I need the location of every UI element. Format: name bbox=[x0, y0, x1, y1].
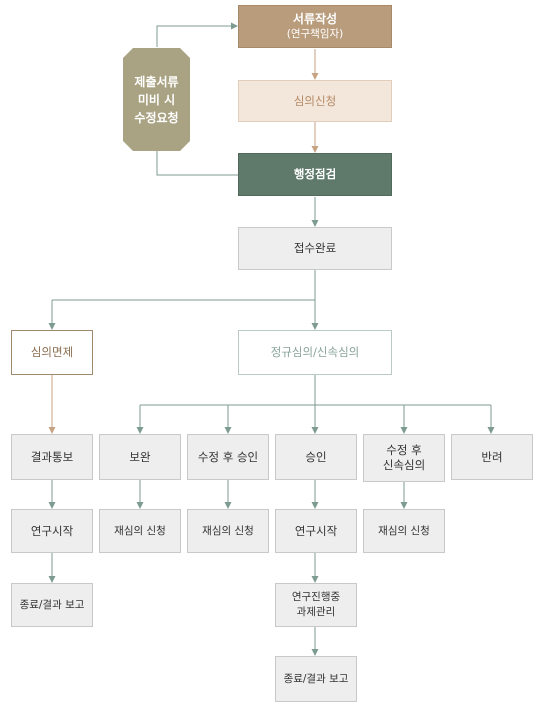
bowan-resim-node: 재심의 신청 bbox=[99, 509, 181, 553]
bowan-label: 보완 bbox=[129, 449, 151, 464]
approved-end-report-node: 종료/결과 보고 bbox=[275, 656, 357, 702]
exempt-end-report-node: 종료/결과 보고 bbox=[11, 583, 93, 627]
simui-sincheong-label: 심의신청 bbox=[293, 93, 337, 108]
simui-sincheong-node: 심의신청 bbox=[238, 80, 392, 122]
seungin-research-start-label: 연구시작 bbox=[294, 523, 338, 538]
exempt-research-start-node: 연구시작 bbox=[11, 509, 93, 553]
sujeong-sinsok-node: 수정 후 신속심의 bbox=[363, 434, 445, 482]
banryeo-label: 반려 bbox=[481, 449, 503, 464]
arrow-loop-back bbox=[156, 151, 238, 176]
seungin-research-start-node: 연구시작 bbox=[275, 509, 357, 553]
sujeong-seungin-node: 수정 후 승인 bbox=[187, 434, 269, 480]
banryeo-node: 반려 bbox=[451, 434, 533, 480]
jeonggyu-label: 정규심의/신속심의 bbox=[270, 345, 360, 359]
seoryu-jakseong-node: 서류작성 (연구책임자) bbox=[238, 5, 392, 48]
haengjeong-label: 행정점검 bbox=[293, 167, 337, 181]
sujeong-seungin-label: 수정 후 승인 bbox=[197, 449, 259, 464]
seoryu-title: 서류작성 bbox=[292, 11, 338, 26]
sujeong-sinsok-line1: 수정 후 bbox=[386, 443, 422, 457]
jeopsu-label: 접수완료 bbox=[293, 241, 337, 255]
seungin-node: 승인 bbox=[275, 434, 357, 480]
resubmit-request-node: 제출서류 미비 시 수정요청 bbox=[123, 48, 190, 151]
seungin-label: 승인 bbox=[305, 449, 327, 464]
approved-end-report-label: 종료/결과 보고 bbox=[283, 672, 349, 685]
result-notice-node: 결과통보 bbox=[11, 434, 93, 480]
sujeong-seungin-resim-label: 재심의 신청 bbox=[202, 524, 254, 537]
exempt-research-start-label: 연구시작 bbox=[30, 523, 74, 538]
exempt-end-report-label: 종료/결과 보고 bbox=[19, 598, 85, 611]
resubmit-line1: 제출서류 bbox=[134, 74, 179, 89]
seoryu-subtitle: (연구책임자) bbox=[286, 27, 344, 40]
sujeong-sinsok-resim-label: 재심의 신청 bbox=[378, 524, 430, 537]
result-notice-label: 결과통보 bbox=[30, 449, 74, 464]
myeonje-label: 심의면제 bbox=[30, 345, 74, 359]
sujeong-seungin-resim-node: 재심의 신청 bbox=[187, 509, 269, 553]
simui-myeonje-node: 심의면제 bbox=[11, 330, 93, 375]
bowan-node: 보완 bbox=[99, 434, 181, 480]
resubmit-line3: 수정요청 bbox=[134, 110, 179, 125]
research-in-progress-line2: 과제관리 bbox=[296, 606, 336, 618]
jeonggyu-simui-node: 정규심의/신속심의 bbox=[238, 330, 392, 375]
arrow-loop-up bbox=[156, 22, 238, 47]
sujeong-sinsok-resim-node: 재심의 신청 bbox=[363, 509, 445, 553]
sujeong-sinsok-line2: 신속심의 bbox=[382, 458, 426, 472]
research-in-progress-line1: 연구진행중 bbox=[291, 591, 341, 603]
research-in-progress-node: 연구진행중 과제관리 bbox=[275, 583, 357, 627]
jeopsu-wanryo-node: 접수완료 bbox=[238, 227, 392, 270]
haengjeong-jeomgeom-node: 행정점검 bbox=[238, 153, 392, 196]
bowan-resim-label: 재심의 신청 bbox=[114, 524, 166, 537]
resubmit-line2: 미비 시 bbox=[137, 92, 176, 107]
